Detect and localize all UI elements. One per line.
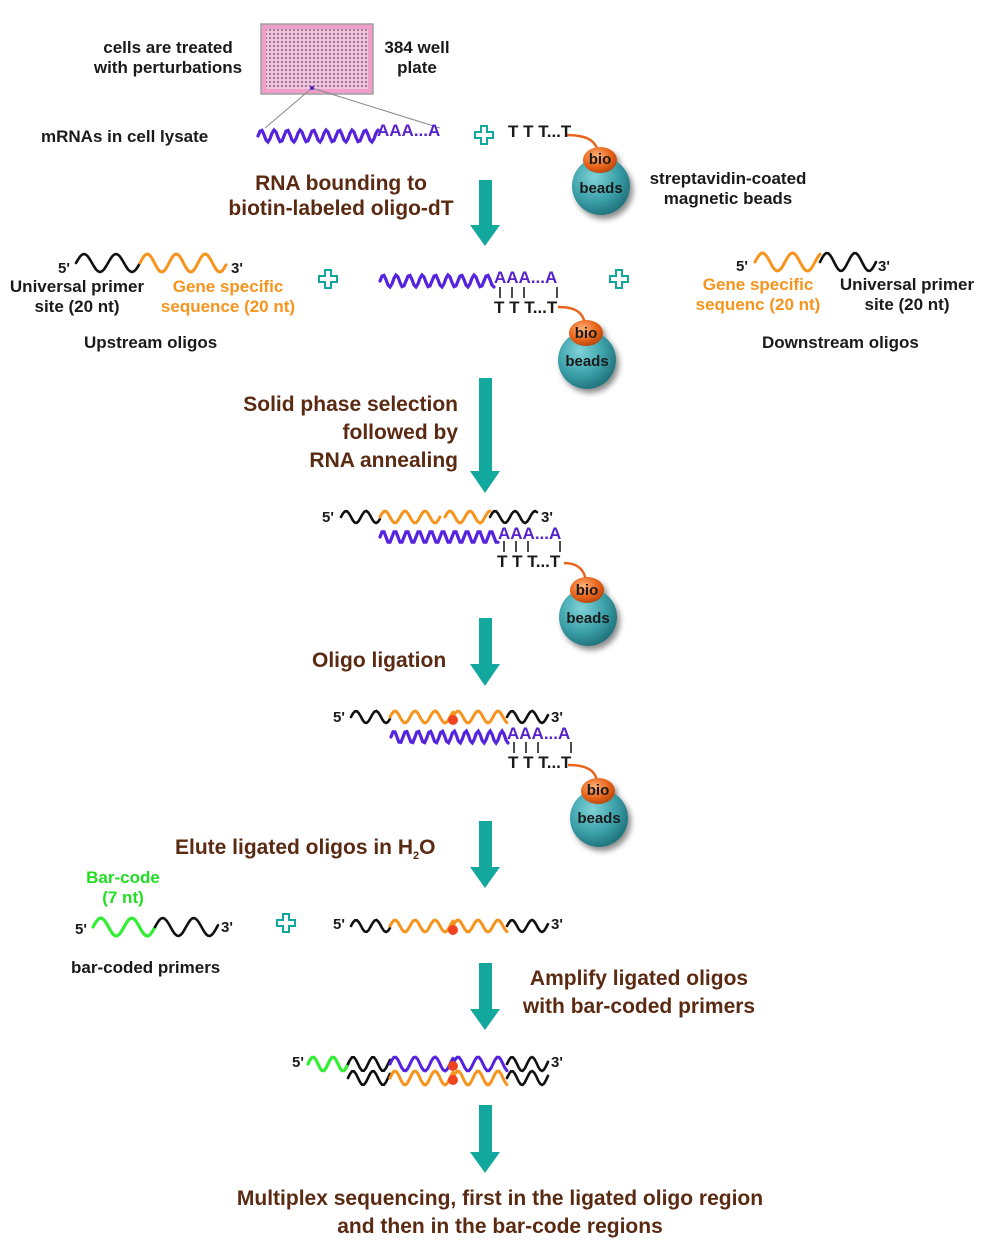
ligation-dot: [448, 925, 458, 935]
ligation-dot: [448, 1061, 458, 1071]
universal-primer-strand: [153, 916, 220, 938]
universal-primer-strand: [339, 509, 382, 525]
barcoded-primers-label: bar-coded primers: [71, 958, 221, 977]
ligated-polya: AAA...A: [507, 724, 571, 743]
polyt-label: T T T...T: [508, 122, 572, 141]
mrna-label: mRNAs in cell lysate: [41, 127, 209, 146]
gene-specific-strand: [388, 709, 455, 725]
universal-primer-strand: [74, 252, 142, 274]
down-arrow-icon: [470, 618, 500, 686]
downstream-three-prime: 3': [878, 258, 890, 275]
bio-label: bio: [575, 582, 599, 599]
universal-primer-strand: [818, 251, 878, 273]
plus-icon: [276, 913, 296, 933]
plus-icon: [318, 269, 338, 289]
ligation-dot: [448, 1075, 458, 1085]
bead-icon: [559, 577, 617, 646]
bio-label: bio: [586, 782, 610, 799]
universal-primer-strand: [349, 709, 392, 725]
polya-label: AAA...A: [377, 121, 441, 140]
beads-label: beads: [565, 353, 609, 370]
well-plate-icon: [260, 23, 441, 129]
down-arrow-icon: [470, 963, 500, 1030]
annealed-five-prime: 5': [322, 509, 334, 526]
barcode-strand: [91, 916, 157, 938]
plus-icon: [609, 269, 629, 289]
mrna-strand: [378, 530, 500, 544]
gene-specific-strand: [388, 918, 455, 934]
amplified-five-prime: 5': [292, 1054, 304, 1071]
universal-primer-strand: [505, 1055, 550, 1073]
ligation-dot: [448, 715, 458, 725]
beads-label: beads: [566, 610, 610, 627]
step-elute: Elute ligated oligos in H2O: [175, 836, 436, 863]
polyt-label: T T T...T: [494, 298, 558, 317]
gene-specific-strand: [451, 1069, 509, 1087]
upstream-title: Upstream oligos: [84, 333, 218, 352]
annealed-three-prime: 3': [541, 509, 553, 526]
step-amplify: Amplify ligated oligos with bar-coded pr…: [522, 967, 756, 1018]
polya-label: AAA...A: [494, 268, 558, 287]
ligated-polyt: T T T...T: [508, 753, 572, 772]
step-oligo-ligation: Oligo ligation: [312, 649, 447, 672]
barcode-strand: [306, 1055, 350, 1073]
gene-specific-strand: [378, 509, 442, 525]
gene-specific-strand: [443, 509, 492, 525]
universal-primer-strand: [505, 709, 550, 725]
mrna-strand: [378, 272, 496, 290]
gene-specific-strand: [388, 1069, 455, 1087]
universal-primer-strand: [346, 1070, 392, 1086]
universal-primer-strand: [505, 1069, 550, 1087]
ligated-five-prime: 5': [333, 709, 345, 726]
down-arrow-icon: [470, 180, 500, 246]
downstream-title: Downstream oligos: [762, 333, 919, 352]
bead-icon: [558, 320, 616, 389]
ligated-three-prime: 3': [551, 709, 563, 726]
barcode-label: Bar-code(7 nt): [86, 868, 160, 908]
complement-strand: [451, 1055, 509, 1073]
bio-label: bio: [574, 325, 598, 342]
gene-specific-strand: [451, 918, 509, 934]
universal-primer-strand: [349, 918, 392, 934]
step-final-sequencing: Multiplex sequencing, first in the ligat…: [236, 1187, 764, 1238]
gene-specific-strand: [451, 709, 509, 725]
bead-icon: [570, 778, 628, 847]
primer-five-prime: 5': [75, 921, 87, 938]
plus-icon: [474, 125, 494, 145]
product-five-prime: 5': [333, 916, 345, 933]
annealed-polya: AAA...A: [498, 524, 562, 543]
bio-label: bio: [588, 151, 612, 168]
beads-label: beads: [577, 810, 621, 827]
step-solid-phase: Solid phase selection followed by RNA an…: [243, 393, 458, 472]
downstream-five-prime: 5': [736, 258, 748, 275]
down-arrow-icon: [470, 378, 500, 493]
upstream-three-prime: 3': [231, 260, 243, 277]
product-three-prime: 3': [551, 916, 563, 933]
universal-primer-strand: [505, 918, 550, 934]
annealed-polyt: T T T...T: [497, 552, 561, 571]
bead-icon: [572, 147, 630, 215]
primer-three-prime: 3': [221, 919, 233, 936]
down-arrow-icon: [470, 821, 500, 888]
gene-specific-strand: [753, 251, 822, 273]
mrna-strand: [256, 127, 380, 145]
beads-label: beads: [579, 180, 623, 197]
complement-strand: [388, 1055, 455, 1073]
universal-primer-strand: [346, 1056, 392, 1072]
mrna-strand: [389, 728, 510, 746]
amplified-three-prime: 3': [551, 1054, 563, 1071]
upstream-five-prime: 5': [58, 260, 70, 277]
gene-specific-strand: [138, 252, 228, 274]
down-arrow-icon: [470, 1105, 500, 1173]
universal-primer-strand: [488, 509, 539, 525]
